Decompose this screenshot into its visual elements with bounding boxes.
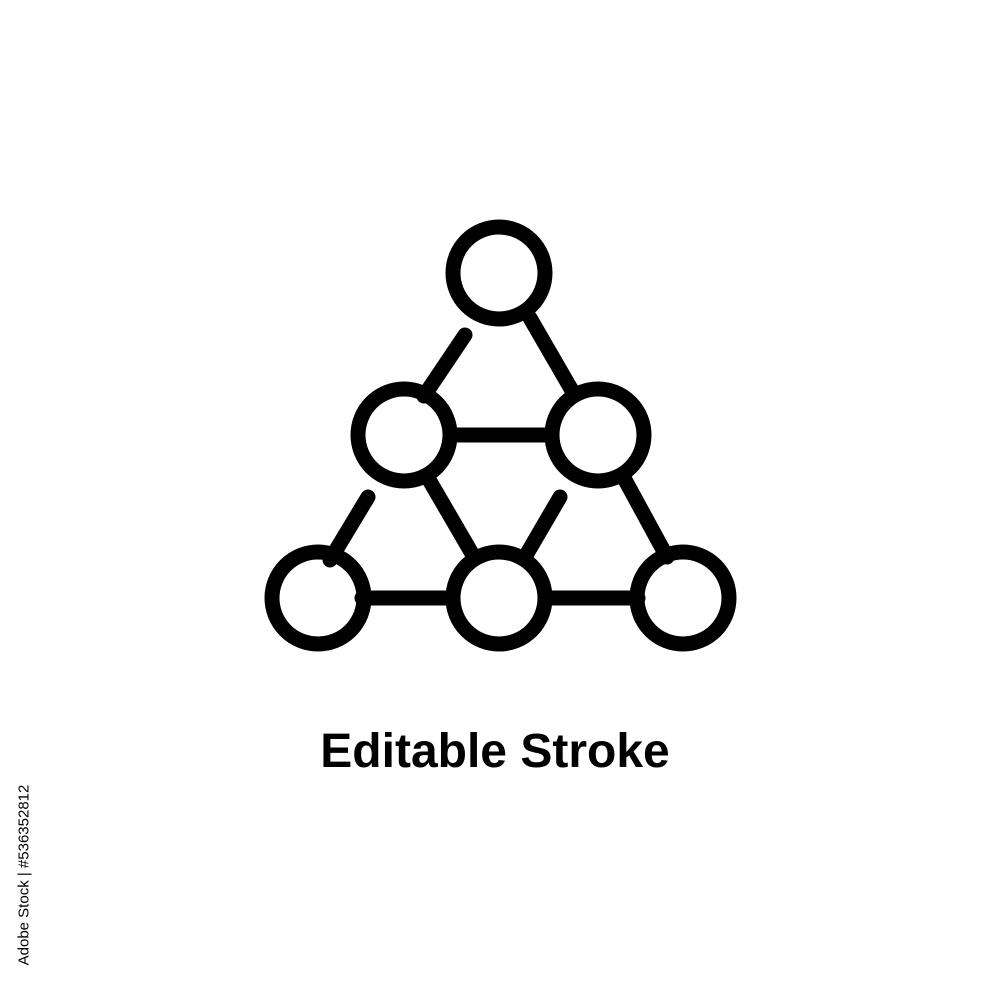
edge-midleft-bottommid: [420, 470, 482, 565]
node-bottom-mid: [445, 544, 553, 652]
node-mid-right: [544, 381, 652, 489]
node-mid-left: [350, 381, 458, 489]
edge-top-left: [416, 327, 473, 404]
caption-editable-stroke: Editable Stroke: [320, 725, 670, 778]
node-bottom-right: [629, 544, 737, 652]
edge-top-right: [522, 310, 582, 402]
edge-midright-bottomright: [616, 470, 675, 565]
stock-id-text: Adobe Stock | #536352812: [15, 784, 33, 966]
stock-id-label: Adobe Stock | #536352812: [14, 765, 34, 985]
edge-midright-bottommid: [517, 489, 568, 565]
node-bottom-left: [264, 544, 372, 652]
node-top: [445, 219, 553, 327]
